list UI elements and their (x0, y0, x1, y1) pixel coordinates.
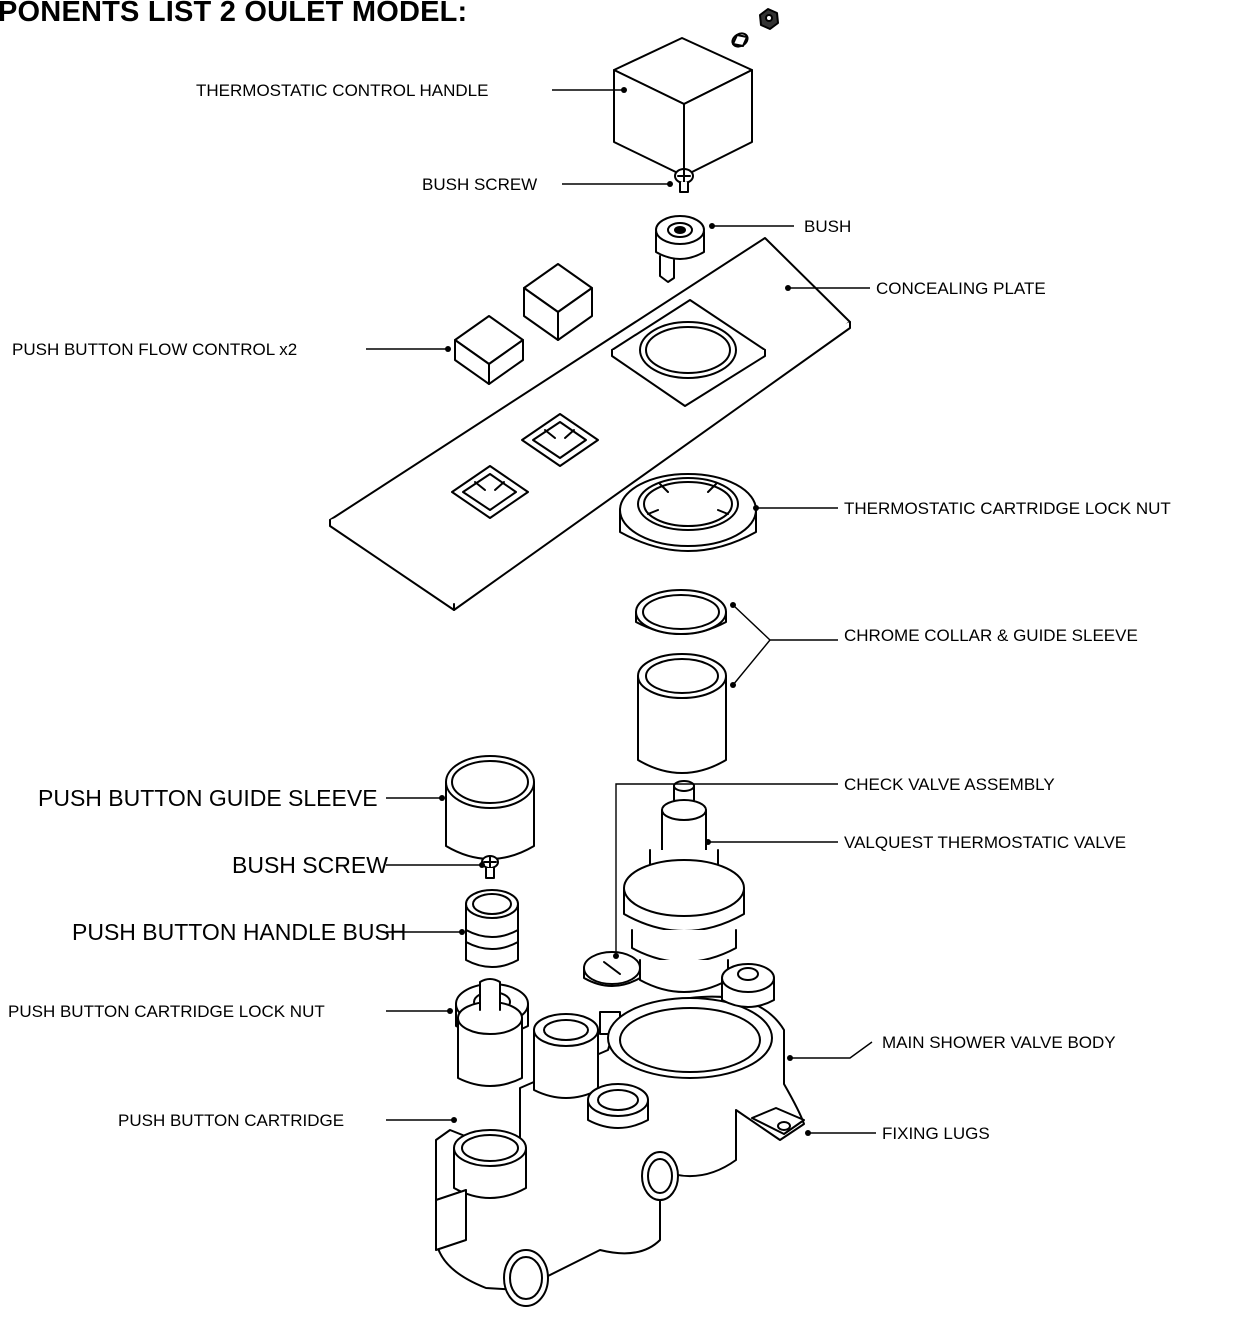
bush-part (655, 215, 705, 283)
label-push-button-flow-control: PUSH BUTTON FLOW CONTROL x2 (12, 340, 298, 359)
leader-lines (366, 89, 876, 1134)
label-fixing-lugs: FIXING LUGS (882, 1124, 990, 1143)
label-thermostatic-cartridge-lock-nut: THERMOSTATIC CARTRIDGE LOCK NUT (844, 499, 1171, 518)
label-check-valve-assembly: CHECK VALVE ASSEMBLY (844, 775, 1055, 794)
label-chrome-collar-guide-sleeve: CHROME COLLAR & GUIDE SLEEVE (844, 626, 1138, 645)
push-button-flow-control-part (454, 263, 593, 385)
label-push-button-handle-bush: PUSH BUTTON HANDLE BUSH (72, 919, 407, 945)
label-push-button-guide-sleeve: PUSH BUTTON GUIDE SLEEVE (38, 785, 378, 811)
page-title: PONENTS LIST 2 OULET MODEL: (0, 0, 468, 28)
label-bush-screw-top: BUSH SCREW (422, 175, 538, 194)
bush-screw-lower-part (481, 855, 499, 879)
bush-screw-top-part (674, 168, 694, 193)
push-button-guide-sleeve-part (445, 755, 535, 860)
push-button-handle-bush-part (465, 889, 519, 968)
label-bush: BUSH (804, 217, 852, 236)
label-valquest-thermostatic-valve: VALQUEST THERMOSTATIC VALVE (844, 833, 1127, 852)
thermostatic-cartridge-lock-nut-part (619, 473, 757, 552)
leader-dots (439, 87, 811, 1136)
guide-sleeve-part (637, 653, 727, 774)
push-button-cartridge-part (457, 978, 649, 1129)
thermostatic-control-handle-part (613, 37, 753, 177)
chrome-collar-part (635, 589, 727, 635)
label-bush-screw-lower: BUSH SCREW (232, 852, 388, 878)
label-push-button-cartridge-lock-nut: PUSH BUTTON CARTRIDGE LOCK NUT (8, 1002, 325, 1021)
grub-screw-part (731, 8, 779, 48)
label-thermostatic-control-handle: THERMOSTATIC CONTROL HANDLE (196, 81, 489, 100)
label-push-button-cartridge: PUSH BUTTON CARTRIDGE (118, 1111, 345, 1130)
label-main-shower-valve-body: MAIN SHOWER VALVE BODY (882, 1033, 1116, 1052)
valquest-thermostatic-valve-part (623, 780, 745, 993)
main-shower-valve-body-part (435, 963, 805, 1307)
label-concealing-plate: CONCEALING PLATE (876, 279, 1046, 298)
concealing-plate-part (329, 237, 851, 611)
